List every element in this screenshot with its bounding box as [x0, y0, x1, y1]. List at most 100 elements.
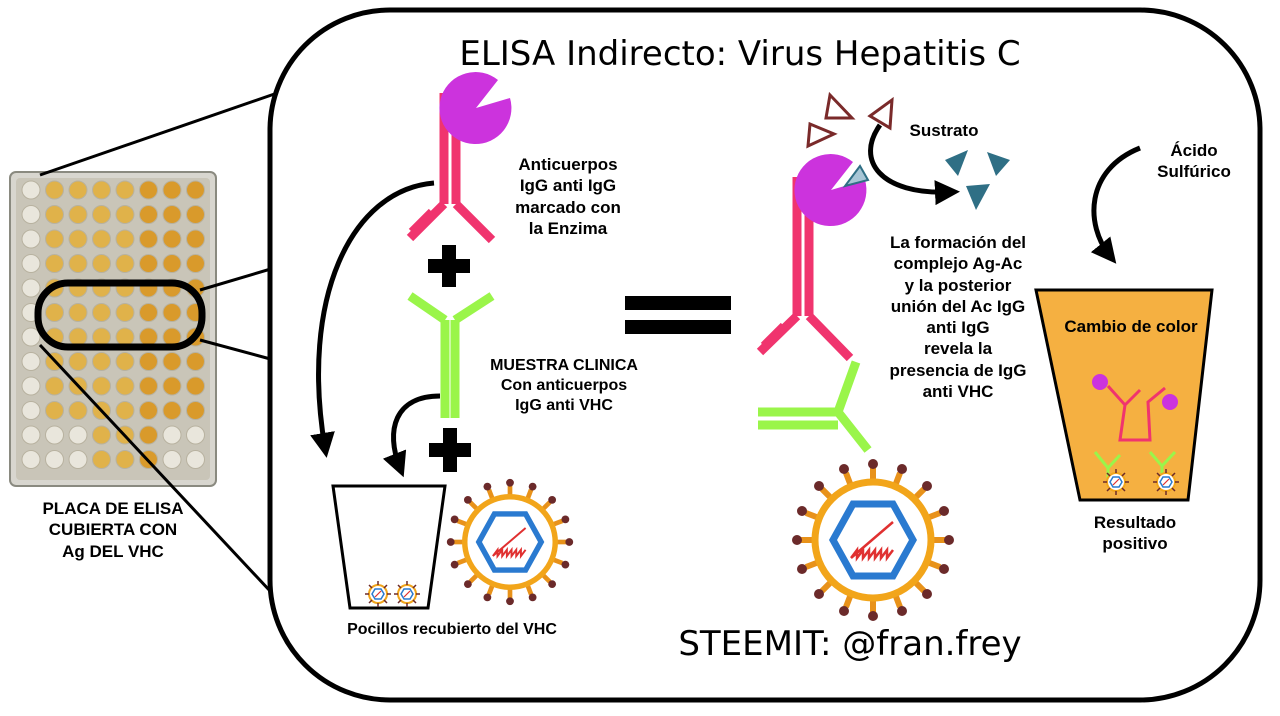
- plate-well: [162, 425, 182, 445]
- plate-well: [92, 450, 111, 469]
- plate-well: [21, 254, 41, 273]
- plate-well: [139, 303, 158, 322]
- result-well-icon: [1034, 288, 1214, 502]
- substrate-product-icon: [945, 150, 1010, 210]
- plate-well: [92, 180, 111, 200]
- plate-well: [186, 450, 205, 469]
- plate-well: [45, 376, 64, 396]
- substrate-icon: [806, 91, 894, 149]
- plate-well: [92, 254, 111, 273]
- page-title: ELISA Indirecto: Virus Hepatitis C: [459, 34, 1021, 74]
- sample-label-line: MUESTRA CLINICA: [490, 357, 638, 374]
- plate-well: [68, 254, 88, 273]
- elisa-plate-photo: [9, 171, 217, 487]
- plate-well: [45, 205, 64, 224]
- plate-well: [139, 229, 158, 249]
- well-label: Pocillos recubierto del VHC: [347, 621, 557, 638]
- explanation-line: y la posterior: [904, 275, 1012, 295]
- plate-well: [186, 229, 205, 249]
- plate-well: [139, 205, 158, 224]
- plate-label-line: Ag DEL VHC: [62, 541, 164, 561]
- zoom-lines: [38, 88, 287, 609]
- footer-credit: STEEMIT: @fran.frey: [678, 624, 1022, 664]
- plate-well: [45, 180, 64, 200]
- plate-well: [21, 327, 41, 347]
- plate-well: [186, 376, 205, 396]
- plate-well: [92, 327, 111, 347]
- plate-well: [115, 303, 135, 322]
- plate-well: [162, 450, 182, 469]
- plate-well: [68, 303, 88, 322]
- explanation-text: La formación del complejo Ag-Ac y la pos…: [870, 232, 1046, 402]
- plus-icon: [428, 245, 470, 287]
- acid-label-line: Sulfúrico: [1157, 162, 1231, 182]
- conjugate-label-line: Anticuerpos: [518, 155, 618, 174]
- plate-well: [162, 229, 182, 249]
- primary-antibody-icon: [407, 292, 495, 418]
- plate-label: PLACA DE ELISA CUBIERTA CON Ag DEL VHC: [8, 498, 218, 562]
- explanation-line: revela la: [923, 339, 993, 359]
- plate-well: [21, 401, 41, 420]
- plate-well: [162, 401, 182, 420]
- plate-well: [139, 425, 158, 445]
- substrate-bound-icon: [842, 164, 870, 188]
- plate-well: [186, 180, 205, 200]
- plate-well: [186, 425, 205, 445]
- plate-well: [115, 180, 135, 200]
- plate-well: [68, 401, 88, 420]
- plate-well: [162, 352, 182, 371]
- plate-well: [162, 205, 182, 224]
- plate-well: [45, 254, 64, 273]
- plate-well: [115, 401, 135, 420]
- plate-well: [115, 327, 135, 347]
- plate-well: [139, 327, 158, 347]
- plate-well: [139, 180, 158, 200]
- plate-well: [139, 352, 158, 371]
- result-label-line: Resultado: [1093, 513, 1177, 532]
- plate-label-line: PLACA DE ELISA: [42, 499, 184, 518]
- explanation-line: complejo Ag-Ac: [893, 254, 1023, 274]
- plate-well: [162, 376, 182, 396]
- explanation-line: anti IgG: [926, 318, 990, 337]
- plate-label-line: CUBIERTA CON: [48, 520, 178, 540]
- hcv-virus-icon: [792, 459, 954, 621]
- plate-well: [68, 180, 88, 200]
- sample-label-line: Con anticuerpos: [500, 377, 628, 394]
- curved-arrow-icon: [1090, 145, 1141, 264]
- plate-well: [68, 425, 88, 445]
- primary-antibody-icon: [758, 360, 872, 453]
- plate-well: [92, 205, 111, 224]
- curved-arrow-icon: [310, 180, 435, 458]
- enzyme-icon: [1092, 374, 1108, 390]
- plate-well: [68, 229, 88, 249]
- plate-well: [139, 254, 158, 273]
- plate-well: [68, 450, 88, 469]
- plus-icon: [429, 428, 471, 472]
- substrate-label: Sustrato: [909, 121, 979, 140]
- plate-well: [115, 229, 135, 249]
- hcv-virus-icon: [447, 479, 573, 605]
- curved-arrow-icon: [382, 393, 441, 478]
- sample-label: MUESTRA CLINICA Con anticuerpos IgG anti…: [476, 356, 652, 416]
- plate-well: [162, 303, 182, 322]
- plate-well: [115, 376, 135, 396]
- sample-label-line: IgG anti VHC: [515, 397, 613, 414]
- plate-well: [92, 229, 111, 249]
- plate-well: [21, 180, 41, 200]
- plate-well: [21, 278, 41, 298]
- plate-well: [68, 327, 88, 347]
- plate-well: [21, 229, 41, 249]
- acid-label: Ácido Sulfúrico: [1140, 140, 1248, 183]
- explanation-line: unión del Ac IgG: [890, 296, 1026, 316]
- plate-well: [45, 425, 64, 445]
- plate-well: [186, 254, 205, 273]
- conjugate-label-line: la Enzima: [528, 218, 608, 238]
- plate-well: [21, 376, 41, 396]
- equals-icon: [625, 296, 731, 334]
- plate-well: [68, 352, 88, 371]
- plate-well: [115, 450, 135, 469]
- plate-well: [68, 205, 88, 224]
- plate-well: [92, 376, 111, 396]
- explanation-line: presencia de IgG: [889, 360, 1027, 380]
